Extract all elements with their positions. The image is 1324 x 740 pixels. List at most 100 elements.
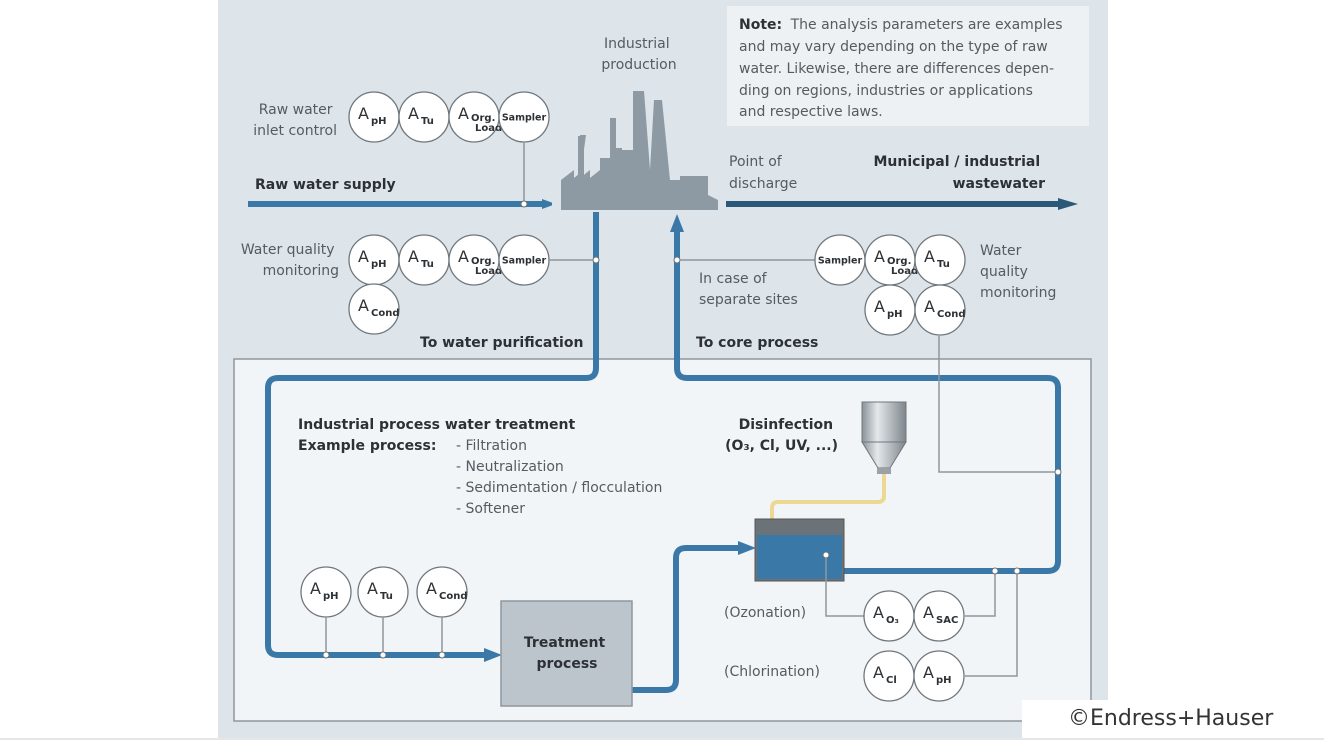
ozonation-label: (Ozonation)	[724, 605, 806, 621]
sensor-sub-label: O₃	[886, 615, 899, 626]
bottom-divider	[0, 738, 1324, 740]
sensor-sub-label: Tu	[937, 259, 950, 270]
sensor-label: A	[358, 104, 369, 123]
junction-node	[673, 256, 681, 264]
factory-icon	[561, 91, 718, 210]
junction-node	[322, 651, 330, 659]
silo-icon	[861, 401, 907, 474]
sensor-sub-label: pH	[371, 116, 387, 127]
sensor-sub-label: Load	[475, 266, 502, 277]
treatment-process-box	[500, 600, 633, 707]
sensor-sub-label: pH	[887, 309, 903, 320]
sensor-sub-label: Load	[475, 123, 502, 134]
point-of-discharge-label: Point of discharge	[729, 154, 797, 192]
raw-water-inlet-label: Raw water inlet control	[253, 102, 337, 139]
junction-node	[520, 200, 528, 208]
sensor-label: A	[458, 247, 469, 266]
sensor-label: Sampler	[502, 256, 547, 267]
raw-water-supply-label: Raw water supply	[255, 177, 396, 193]
separate-sites-label: In case of separate sites	[699, 271, 798, 308]
core-process-pipe	[674, 230, 1061, 574]
sensor-sub-label: pH	[323, 591, 339, 602]
purification-arrow-icon	[484, 648, 502, 662]
note-line: ding on regions, industries or applicati…	[739, 83, 1033, 99]
cond-connector	[938, 336, 1058, 473]
example-process-label: Example process:	[298, 438, 436, 454]
copyright-notice: ©Endress+Hauser	[1022, 700, 1324, 740]
chlorination-connector	[965, 571, 1018, 677]
sensor-sub-label: Tu	[421, 259, 434, 270]
purification-pipe	[265, 212, 599, 658]
sensor-label: A	[874, 297, 885, 316]
sensor-label: A	[358, 247, 369, 266]
chlorination-label: (Chlorination)	[724, 664, 820, 680]
tank-sensor-connector	[825, 558, 864, 617]
wastewater-arrow-icon	[1058, 198, 1078, 210]
industrial-production-label: Industrial production	[601, 36, 676, 73]
sensor-sub-label: Tu	[380, 591, 393, 602]
sensor-label: Sampler	[502, 113, 547, 124]
municipal-wastewater-label: Municipal / industrial wastewater	[874, 154, 1046, 192]
junction-node	[592, 256, 600, 264]
process-steps: - Filtration - Neutralization - Sediment…	[456, 438, 667, 517]
sensor-label: A	[924, 297, 935, 316]
sensor-sub-label: pH	[936, 675, 952, 686]
water-quality-monitoring-left-label: Water quality monitoring	[241, 242, 339, 279]
sensor-sub-label: Cond	[439, 591, 468, 602]
to-core-process-label: To core process	[696, 335, 818, 351]
ozonation-connector	[965, 571, 996, 617]
sensor-label: A	[923, 663, 934, 682]
note-line: water. Likewise, there are differences d…	[739, 61, 1054, 77]
sensor-sub-label: Org.	[471, 113, 495, 124]
sensor-label: A	[873, 663, 884, 682]
sensor-label: A	[310, 579, 321, 598]
core-process-arrow-icon	[670, 214, 684, 232]
sensor-label: A	[408, 247, 419, 266]
sensor-label: A	[358, 296, 369, 315]
sensor-sub-label: SAC	[936, 615, 958, 626]
note-line: The analysis parameters are examples	[790, 17, 1063, 33]
sensor-sub-label: Cl	[886, 675, 897, 686]
sensor-label: A	[873, 603, 884, 622]
sensor-label: A	[367, 579, 378, 598]
junction-node	[438, 651, 446, 659]
sensor-sub-label: Load	[891, 266, 918, 277]
sensor-label: A	[924, 247, 935, 266]
water-quality-monitoring-right-label: Water quality monitoring	[980, 243, 1056, 301]
disinfection-label: Disinfection (O₃, Cl, UV, ...)	[725, 417, 838, 454]
sampler-icon: Sampler	[814, 234, 866, 286]
chemical-feed-line	[770, 474, 886, 530]
tank-inlet-arrow-icon	[738, 541, 756, 555]
sensor-label: A	[408, 104, 419, 123]
sampler-icon: Sampler	[498, 234, 550, 286]
note-box	[727, 6, 1089, 126]
svg-text:Note: The analysis paramet: Note: The analysis parameters are exampl…	[739, 17, 1067, 120]
note-line: and respective laws.	[739, 104, 883, 120]
note-line: and may vary depending on the type of ra…	[739, 39, 1048, 55]
process-title: Industrial process water treatment	[298, 417, 576, 433]
sensor-sub-label: Cond	[371, 308, 400, 319]
sensor-label: Sampler	[818, 256, 863, 267]
sensor-label: A	[874, 247, 885, 266]
junction-node	[1054, 468, 1062, 476]
sensor-sub-label: pH	[371, 259, 387, 270]
sensor-label: A	[923, 603, 934, 622]
